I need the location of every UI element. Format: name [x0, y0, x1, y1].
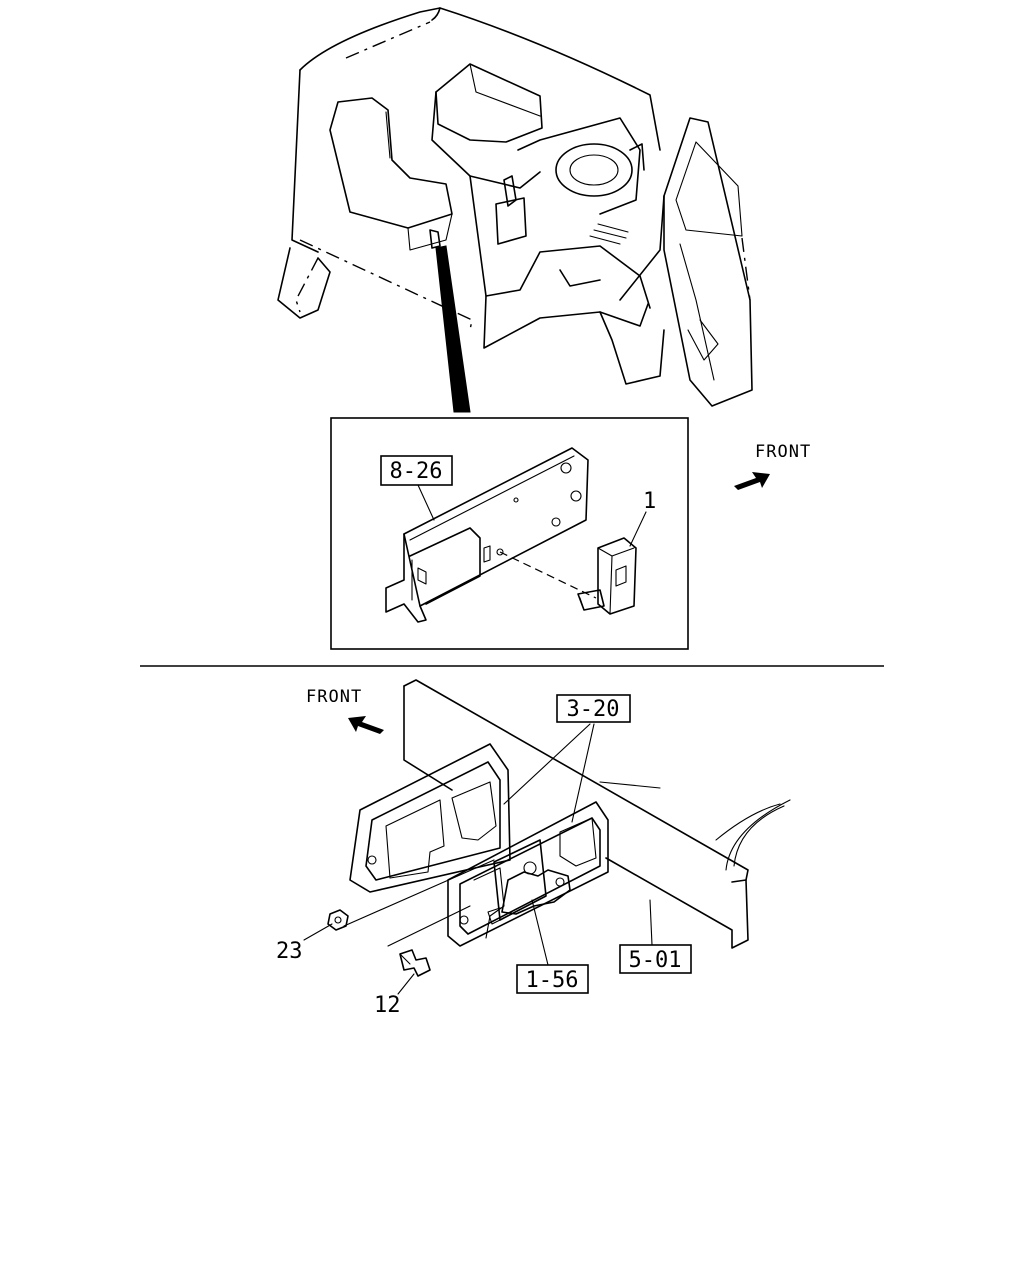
ref-label-8-26: 8-26: [390, 459, 443, 484]
cab-interior-illustration: [277, 7, 753, 413]
ref-label-5-01: 5-01: [629, 948, 682, 973]
part-1-module: [597, 537, 637, 615]
leader-3-20-a: [503, 723, 591, 805]
leader-3-20-b: [571, 723, 595, 823]
leader-nut-23: [303, 923, 333, 941]
inset-frame: [330, 417, 689, 650]
leader-bolt-12: [397, 973, 415, 995]
callout-bolt-12: 12: [374, 993, 401, 1018]
leader-5-01: [649, 899, 653, 946]
nut-23-icon: [327, 909, 349, 931]
leader-part-1: [629, 511, 647, 547]
front-label-upper: FRONT: [755, 442, 811, 462]
frame-assembly-illustration: [327, 679, 791, 977]
leader-8-26: [417, 484, 435, 521]
front-label-lower: FRONT: [306, 687, 362, 707]
mounting-bracket: [403, 447, 589, 607]
callout-nut-23: 23: [276, 939, 303, 964]
ref-box-8-26: [380, 455, 453, 486]
bolt-12-icon: [399, 949, 431, 977]
front-arrow-lower-icon: [348, 716, 384, 734]
ref-label-3-20: 3-20: [567, 697, 620, 722]
callout-part-1: 1: [643, 489, 656, 514]
ref-label-1-56: 1-56: [526, 968, 579, 993]
front-arrow-icon: [734, 472, 770, 490]
ref-box-1-56: [516, 964, 589, 994]
ref-box-5-01: [619, 944, 692, 974]
leader-1-56: [531, 899, 549, 966]
valve-1-56: [501, 869, 571, 915]
ref-box-3-20: [556, 694, 631, 723]
detail-inset: [330, 417, 689, 650]
